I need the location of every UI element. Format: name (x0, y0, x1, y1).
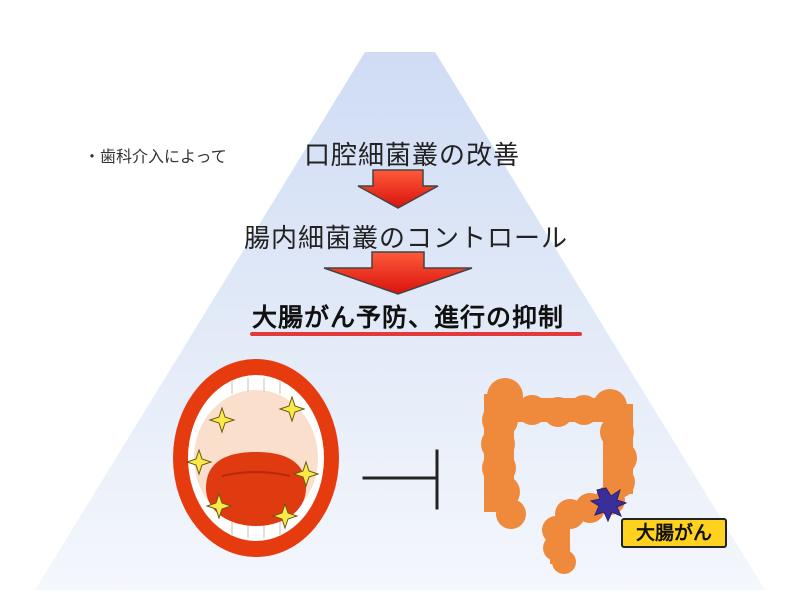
inhibition-icon (362, 449, 439, 510)
down-arrow-2 (323, 251, 473, 295)
colon-icon (481, 378, 637, 574)
step-gut-flora: 腸内細菌叢のコントロール (244, 224, 569, 254)
intervention-note: ・歯科介入によって (84, 147, 227, 166)
step-cancer-prevention: 大腸がん予防、進行の抑制 (252, 303, 565, 332)
tumor-icon (589, 487, 628, 523)
cancer-label: 大腸がん (621, 518, 727, 548)
emphasis-underline (250, 332, 582, 336)
down-arrow-1 (357, 169, 439, 209)
mouth-icon (173, 359, 339, 557)
step-oral-flora: 口腔細菌叢の改善 (304, 141, 521, 171)
